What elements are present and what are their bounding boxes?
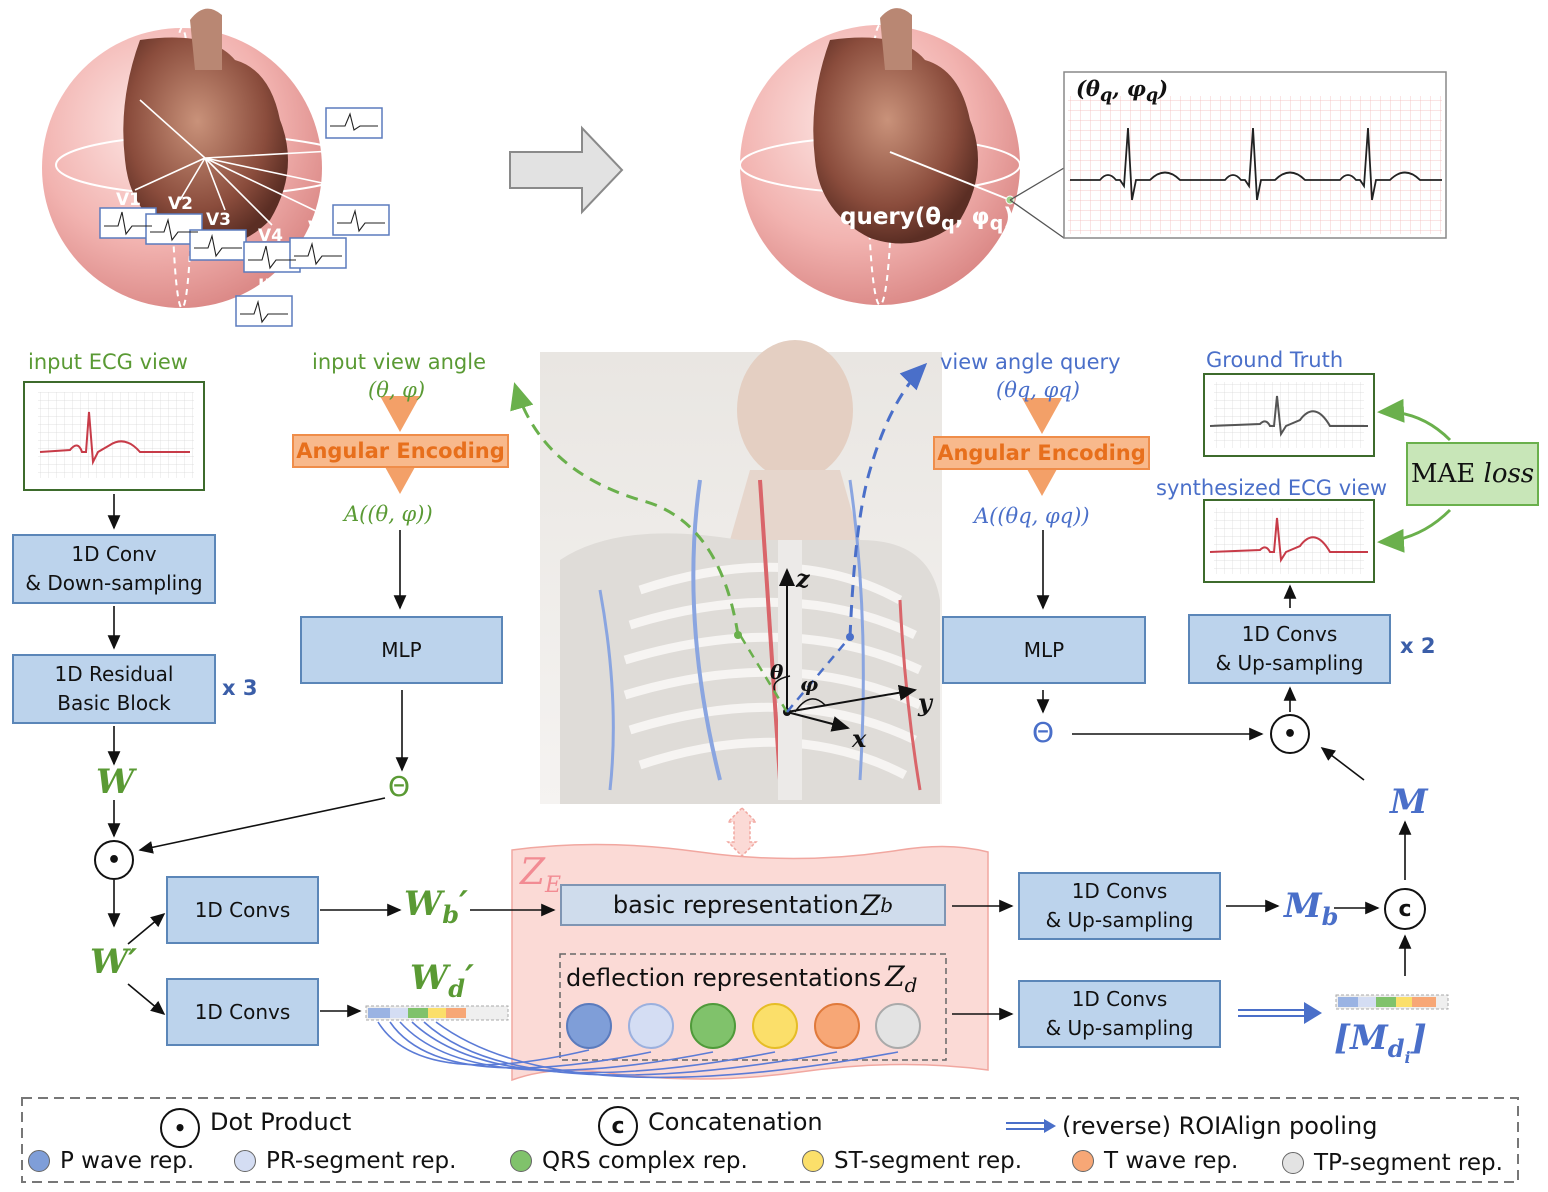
legend-item-st-segment: ST-segment rep. bbox=[802, 1148, 1022, 1174]
input-angle-value: (θ, φ) bbox=[368, 378, 426, 402]
w-label: W bbox=[96, 762, 135, 802]
input-ecg-title: input ECG view bbox=[28, 350, 188, 374]
axis-phi-label: φ bbox=[800, 672, 819, 696]
pr-segment-swatch bbox=[234, 1150, 256, 1172]
mdi-segment-bar bbox=[1335, 994, 1449, 1010]
lead-v1-label: V1 bbox=[116, 190, 141, 210]
legend-roi: (reverse) ROIAlign pooling bbox=[1062, 1112, 1378, 1140]
w-prime-label: W′ bbox=[90, 942, 138, 982]
synthesized-title: synthesized ECG view bbox=[1156, 476, 1388, 500]
connectors bbox=[107, 494, 1412, 1021]
legend-roi-arrow bbox=[1006, 1119, 1056, 1133]
qrs-swatch bbox=[510, 1150, 532, 1172]
mlp-query-box: MLP bbox=[942, 616, 1146, 684]
theta-input-label: Θ bbox=[388, 770, 411, 803]
wd-label: Wd′ bbox=[410, 958, 474, 1003]
conv-downsampling-box: 1D Conv & Down-sampling bbox=[12, 534, 216, 604]
lead-ii-label: II bbox=[258, 276, 271, 296]
axis-x-label: x bbox=[852, 724, 867, 753]
lead-thumbnails bbox=[99, 107, 390, 327]
lead-v6-label: V6 bbox=[330, 186, 355, 206]
coordinate-axes bbox=[734, 568, 917, 732]
wd-segment-bar bbox=[365, 1005, 509, 1021]
residual-block-box: 1D Residual Basic Block bbox=[12, 654, 216, 724]
ecg-panel-title: (θq, φq) bbox=[1076, 76, 1169, 107]
legend-dot-icon: • bbox=[160, 1108, 200, 1148]
query-label: query(θq, φq) bbox=[840, 204, 1014, 235]
convs-top-box: 1D Convs bbox=[166, 876, 319, 944]
angular-encoding-input: Angular Encoding bbox=[292, 434, 509, 468]
ground-truth-title: Ground Truth bbox=[1206, 348, 1344, 372]
p-wave-swatch bbox=[28, 1150, 50, 1172]
axis-z-label: z bbox=[796, 564, 810, 593]
query-angle-curve bbox=[848, 362, 928, 638]
legend-item-t-wave: T wave rep. bbox=[1072, 1148, 1238, 1174]
lead-v4-label: V4 bbox=[258, 226, 283, 246]
mae-loss-box: MAE loss bbox=[1406, 442, 1539, 506]
dot-product-right: • bbox=[1270, 714, 1310, 754]
x3-label: x 3 bbox=[222, 676, 258, 700]
legend-item-pr-segment: PR-segment rep. bbox=[234, 1148, 456, 1174]
transform-arrow bbox=[509, 125, 624, 215]
convs-bottom-box: 1D Convs bbox=[166, 978, 319, 1046]
legend-dot-product: Dot Product bbox=[210, 1108, 352, 1136]
deflection-box bbox=[559, 953, 947, 1061]
roi-pooling-arrow bbox=[1238, 1002, 1322, 1024]
convs-upsampling-mid-box: 1D Convs & Up-sampling bbox=[1018, 872, 1221, 940]
roi-curves bbox=[377, 1021, 899, 1079]
legend-concatenation: Concatenation bbox=[648, 1108, 823, 1136]
lead-v3-label: V3 bbox=[206, 210, 231, 230]
st-segment-swatch bbox=[802, 1150, 824, 1172]
legend-concat-icon: c bbox=[598, 1106, 638, 1146]
axis-y-label: y bbox=[918, 688, 932, 717]
input-encoded-value: A((θ, φ)) bbox=[344, 502, 433, 526]
query-angle-value: (θq, φq) bbox=[996, 378, 1080, 402]
convs-upsampling-bottom-box: 1D Convs & Up-sampling bbox=[1018, 980, 1221, 1048]
legend-box bbox=[21, 1097, 1519, 1183]
lead-thumbnail-traces bbox=[104, 112, 385, 324]
x2-label: x 2 bbox=[1400, 634, 1436, 658]
theta-query-label: Θ bbox=[1032, 716, 1055, 749]
angular-encoding-query: Angular Encoding bbox=[933, 436, 1150, 470]
mlp-input-box: MLP bbox=[300, 616, 503, 684]
lead-v5-label: V5 bbox=[308, 218, 333, 238]
torso-illustration bbox=[540, 340, 942, 804]
ze-label: ZE bbox=[520, 852, 562, 899]
convs-upsampling-top-box: 1D Convs & Up-sampling bbox=[1188, 614, 1391, 684]
input-angle-curve bbox=[510, 382, 740, 636]
right-sphere bbox=[739, 8, 1065, 306]
dot-product-left: • bbox=[94, 840, 134, 880]
t-wave-swatch bbox=[1072, 1150, 1094, 1172]
query-angle-title: view angle query bbox=[940, 350, 1121, 374]
query-ecg-trace bbox=[1070, 127, 1442, 201]
mb-label: Mb bbox=[1284, 886, 1339, 931]
lead-i-label: I bbox=[346, 142, 353, 162]
legend-item-tp-segment: TP-segment rep. bbox=[1282, 1150, 1503, 1176]
concat-circle: c bbox=[1384, 888, 1426, 930]
legend-item-qrs: QRS complex rep. bbox=[510, 1148, 748, 1174]
axis-theta-label: θ bbox=[770, 660, 784, 684]
query-encoded-value: A((θq, φq)) bbox=[974, 504, 1090, 528]
lead-v2-label: V2 bbox=[168, 194, 193, 214]
wb-label: Wb′ bbox=[404, 884, 468, 929]
deflection-circles bbox=[566, 1003, 921, 1049]
double-arrow bbox=[726, 806, 758, 858]
legend-item-p-wave: P wave rep. bbox=[28, 1148, 194, 1174]
tp-segment-swatch bbox=[1282, 1152, 1304, 1174]
input-angle-title: input view angle bbox=[312, 350, 486, 374]
m-label: M bbox=[1390, 782, 1428, 822]
mdi-label: [Mdi] bbox=[1334, 1018, 1427, 1067]
